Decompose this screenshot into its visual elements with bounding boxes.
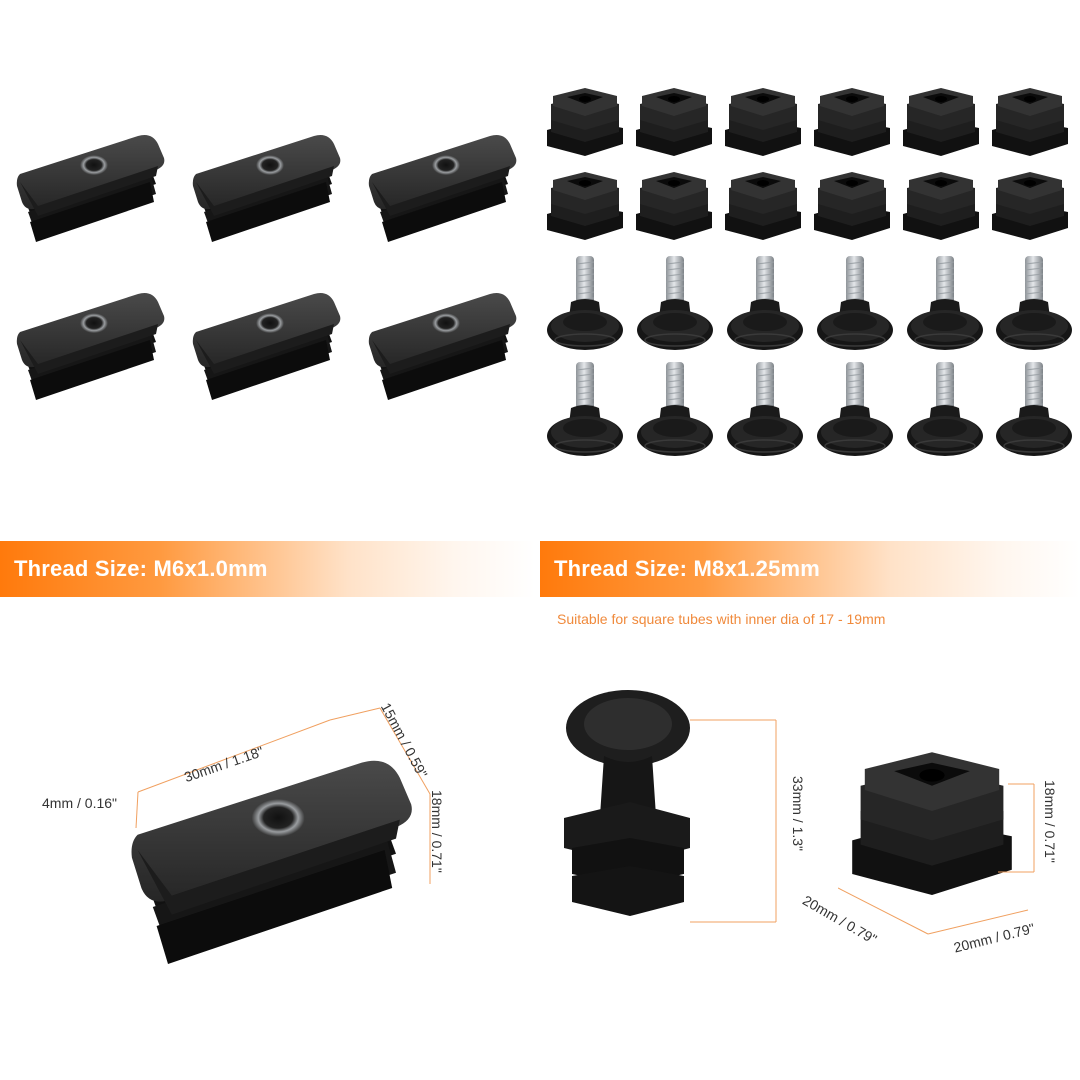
- rect-plug-large-image: [131, 707, 431, 964]
- glide-foot-image: [995, 256, 1073, 351]
- glide-foot-image: [546, 362, 624, 457]
- tube-fit-note: Suitable for square tubes with inner dia…: [557, 611, 886, 627]
- square-plug-image: [814, 172, 890, 240]
- square-plug-image: [903, 172, 979, 240]
- square-plug-image: [547, 172, 623, 240]
- glide-foot-image: [726, 256, 804, 351]
- thread-size-banner-m8: Thread Size: M8x1.25mm: [540, 541, 1080, 597]
- glide-foot-image: [906, 362, 984, 457]
- dim-total-height: 33mm / 1.3": [790, 776, 806, 851]
- square-plug-image: [992, 172, 1068, 240]
- glide-foot-image: [816, 362, 894, 457]
- square-plug-image: [725, 88, 801, 156]
- square-plug-image: [636, 172, 712, 240]
- glide-foot-image: [546, 256, 624, 351]
- dim-cap-thickness: 4mm / 0.16": [42, 795, 117, 811]
- rect-plug-image: [368, 135, 517, 242]
- glide-foot-image: [906, 256, 984, 351]
- dim-height: 18mm / 0.71": [429, 790, 445, 873]
- glide-foot-image: [636, 362, 714, 457]
- thread-size-banner-m6: Thread Size: M6x1.0mm: [0, 541, 535, 597]
- glide-foot-image: [726, 362, 804, 457]
- rect-plug-image: [192, 293, 341, 400]
- square-plug-image: [636, 88, 712, 156]
- dimension-lines: [135, 707, 431, 884]
- glide-foot-image: [636, 256, 714, 351]
- square-plug-image: [725, 172, 801, 240]
- rect-plug-image: [192, 135, 341, 242]
- square-plug-image: [992, 88, 1068, 156]
- glide-height-dimension-line: [690, 719, 777, 923]
- glide-assembly-large-image: [564, 690, 690, 916]
- banner-label: Thread Size: M6x1.0mm: [14, 556, 268, 581]
- square-plug-image: [814, 88, 890, 156]
- rect-plug-image: [16, 135, 165, 242]
- banner-label: Thread Size: M8x1.25mm: [554, 556, 821, 581]
- dim-insert-height: 18mm / 0.71": [1042, 780, 1058, 863]
- rect-plug-image: [16, 293, 165, 400]
- glide-foot-image: [816, 256, 894, 351]
- rect-plug-image: [368, 293, 517, 400]
- square-plug-image: [903, 88, 979, 156]
- glide-foot-image: [995, 362, 1073, 457]
- square-plug-image: [547, 88, 623, 156]
- square-plug-large-image: [838, 752, 1035, 935]
